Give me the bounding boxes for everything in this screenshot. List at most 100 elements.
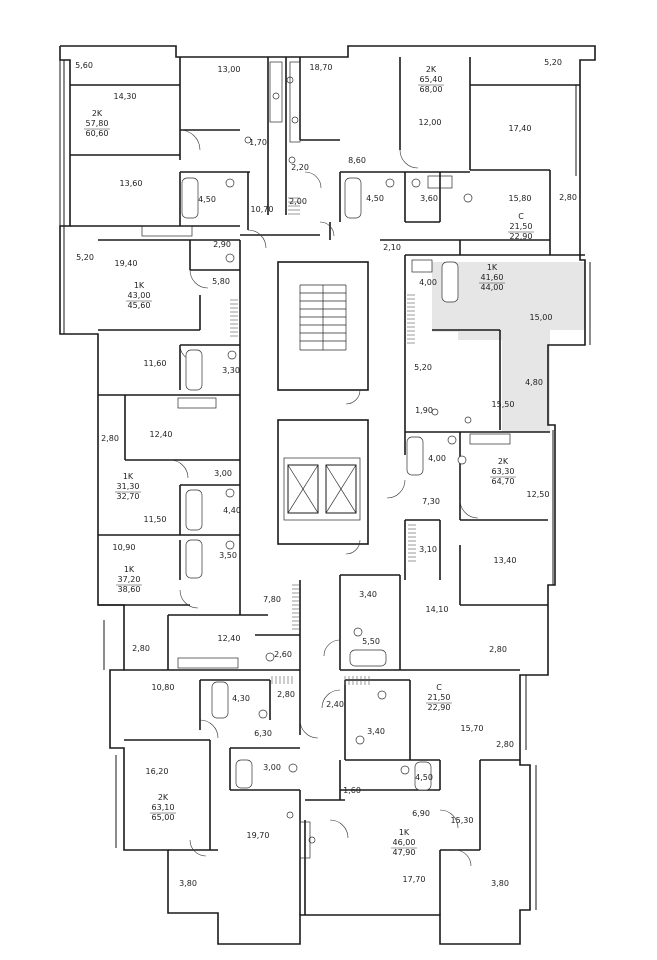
- room-label: 11,50: [144, 515, 167, 524]
- room-label: 12,00: [419, 118, 442, 127]
- doors: [169, 129, 479, 867]
- room-label: 6,90: [412, 809, 430, 818]
- room-label: 7,80: [263, 595, 281, 604]
- apartment-type: 2K: [92, 109, 103, 118]
- area-value: 2,80: [132, 644, 150, 653]
- area-value: 13,40: [494, 556, 517, 565]
- room-label: 4,00: [419, 278, 437, 287]
- room-label: 12,40: [150, 430, 173, 439]
- area-value: 2,90: [213, 240, 231, 249]
- area-value: 2,00: [289, 197, 307, 206]
- area-value: 32,70: [117, 492, 140, 501]
- area-value: 5,80: [212, 277, 230, 286]
- area-value: 4,00: [428, 454, 446, 463]
- area-value: 18,70: [310, 63, 333, 72]
- room-label: 5,20: [76, 253, 94, 262]
- area-value: 43,00: [128, 291, 151, 300]
- area-value: 5,50: [362, 637, 380, 646]
- area-value: 8,60: [348, 156, 366, 165]
- room-label: 8,60: [348, 156, 366, 165]
- room-label: 2,80: [496, 740, 514, 749]
- area-value: 10,70: [251, 205, 274, 214]
- room-label: 1,70: [249, 138, 267, 147]
- apartment-type: 1K: [487, 263, 498, 272]
- room-label: 3,00: [214, 469, 232, 478]
- area-value: 4,40: [223, 506, 241, 515]
- apartment-type: 1K: [134, 281, 145, 290]
- apartment-type: C: [518, 212, 524, 221]
- exterior-walls: [59, 45, 596, 945]
- room-label: 3,30: [222, 366, 240, 375]
- area-value: 47,90: [393, 848, 416, 857]
- area-value: 4,50: [366, 194, 384, 203]
- room-label: 11,60: [144, 359, 167, 368]
- area-value: 14,30: [114, 92, 137, 101]
- area-value: 44,00: [481, 283, 504, 292]
- area-value: 45,60: [128, 301, 151, 310]
- area-value: 3,10: [419, 545, 437, 554]
- room-label: 17,40: [509, 124, 532, 133]
- area-value: 6,30: [254, 729, 272, 738]
- area-value: 3,50: [219, 551, 237, 560]
- area-value: 3,40: [359, 590, 377, 599]
- room-label: 15,70: [461, 724, 484, 733]
- area-value: 10,80: [152, 683, 175, 692]
- elevator-shafts: [283, 457, 361, 521]
- area-value: 22,90: [510, 232, 533, 241]
- room-label: 4,80: [525, 378, 543, 387]
- area-value: 2,80: [277, 690, 295, 699]
- area-value: 15,70: [461, 724, 484, 733]
- room-label: 5,20: [414, 363, 432, 372]
- room-label: 5,50: [362, 637, 380, 646]
- area-value: 37,20: [118, 575, 141, 584]
- room-label: 15,30: [451, 816, 474, 825]
- stairs: [300, 292, 346, 342]
- area-value: 12,40: [218, 634, 241, 643]
- area-value: 5,20: [414, 363, 432, 372]
- room-label: 15,50: [492, 400, 515, 409]
- area-value: 21,50: [428, 693, 451, 702]
- apartment-type: 2K: [158, 793, 169, 802]
- room-label: 5,60: [75, 61, 93, 70]
- area-value: 41,60: [481, 273, 504, 282]
- room-label: 1,90: [415, 406, 433, 415]
- area-value: 19,40: [115, 259, 138, 268]
- room-label: 19,40: [115, 259, 138, 268]
- room-label: 2,80: [101, 434, 119, 443]
- area-value: 38,60: [118, 585, 141, 594]
- area-value: 12,00: [419, 118, 442, 127]
- room-label: 16,20: [146, 767, 169, 776]
- area-value: 65,00: [152, 813, 175, 822]
- room-label: 17,70: [403, 875, 426, 884]
- room-label: 2,80: [489, 645, 507, 654]
- area-value: 12,50: [527, 490, 550, 499]
- apartment-type: 1K: [124, 565, 135, 574]
- area-value: 2,20: [291, 163, 309, 172]
- room-label: 15,00: [530, 313, 553, 322]
- area-value: 5,60: [75, 61, 93, 70]
- area-value: 2,60: [274, 650, 292, 659]
- area-value: 15,30: [451, 816, 474, 825]
- apartment-type: 2K: [426, 65, 437, 74]
- room-label: 6,30: [254, 729, 272, 738]
- room-label: 3,40: [359, 590, 377, 599]
- room-label: 3,80: [179, 879, 197, 888]
- area-value: 2,80: [101, 434, 119, 443]
- room-label: 19,70: [247, 831, 270, 840]
- area-value: 2,80: [559, 193, 577, 202]
- area-value: 4,30: [232, 694, 250, 703]
- area-value: 7,30: [422, 497, 440, 506]
- area-value: 11,50: [144, 515, 167, 524]
- room-label: 3,10: [419, 545, 437, 554]
- area-value: 2,40: [326, 700, 344, 709]
- room-label: 2,20: [291, 163, 309, 172]
- area-value: 10,90: [113, 543, 136, 552]
